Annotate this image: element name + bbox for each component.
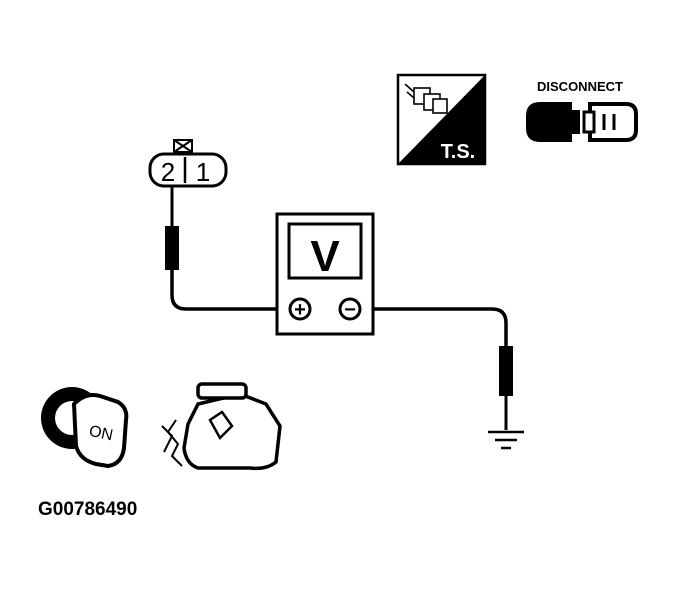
negative-probe-handle: [499, 346, 513, 396]
disconnect-icon: DISCONNECT: [526, 79, 638, 142]
disconnected-connector-icon: [526, 102, 638, 142]
voltmeter-display: [287, 222, 363, 280]
voltmeter: V + −: [275, 212, 375, 336]
disconnect-label: DISCONNECT: [537, 79, 623, 94]
engine-icon: [161, 382, 282, 471]
positive-terminal: +: [288, 297, 312, 321]
negative-terminal: −: [338, 297, 362, 321]
harness-connector: 2 1: [148, 139, 228, 188]
positive-probe-handle: [165, 226, 179, 270]
positive-test-lead: [165, 186, 292, 311]
figure-id: G00786490: [38, 499, 137, 520]
ts-icon: T.S.: [396, 73, 487, 166]
connector-pin-1: 1: [196, 157, 210, 187]
connector-terminal-marker: [173, 139, 193, 153]
ground-symbol: [488, 430, 524, 450]
positive-terminal-sign: +: [294, 299, 306, 321]
voltmeter-symbol: V: [310, 232, 340, 281]
negative-test-lead: [350, 307, 513, 430]
ignition-key-icon: ON: [41, 387, 129, 469]
connector-body: [148, 152, 228, 188]
ts-label: T.S.: [441, 141, 475, 163]
ts-relay-icon: [404, 83, 448, 114]
ignition-key-label: ON: [87, 423, 114, 445]
connector-pin-2: 2: [161, 157, 175, 187]
negative-terminal-sign: −: [344, 299, 356, 321]
